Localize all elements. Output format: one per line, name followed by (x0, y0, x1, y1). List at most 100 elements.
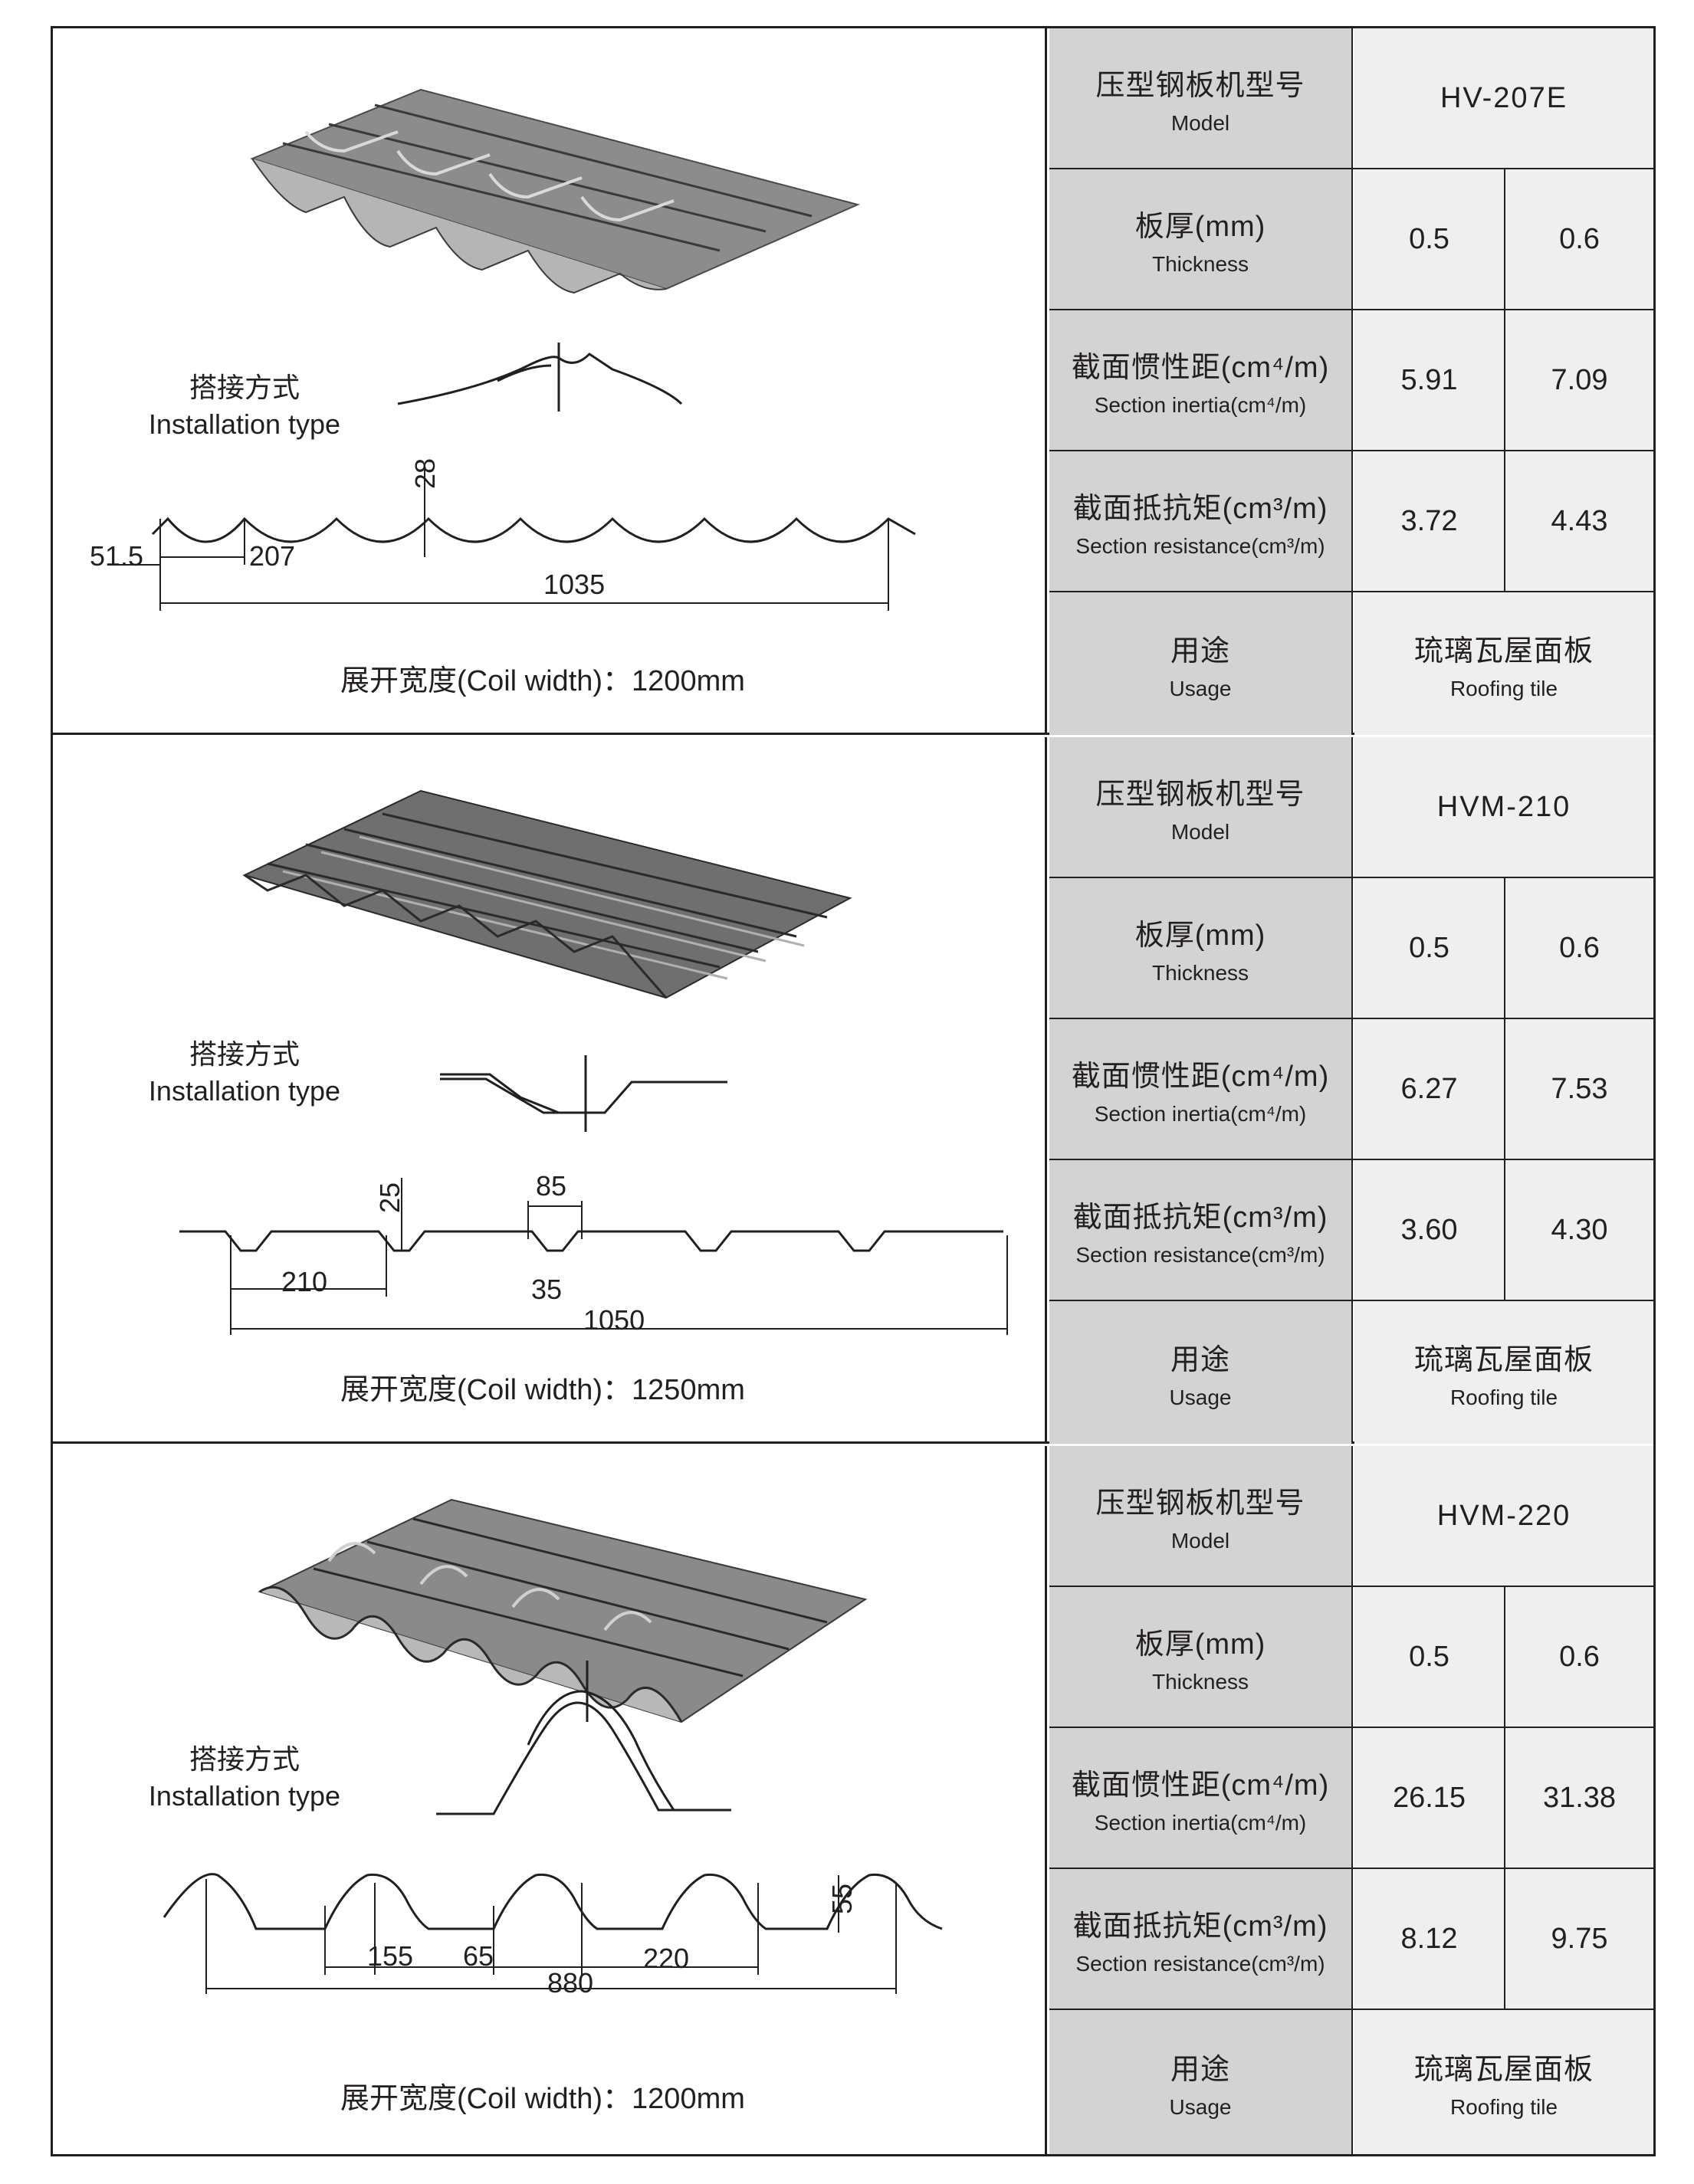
spec-value-usage: 琉璃瓦屋面板 Roofing tile (1354, 2010, 1653, 2154)
inertia-value-2: 7.53 (1505, 1019, 1653, 1159)
installation-type-label: 搭接方式 Installation type (130, 366, 359, 441)
spec-row-model: 压型钢板机型号 Model HV-207E (1049, 28, 1653, 169)
product-section-hv-207e: 搭接方式 Installation type 28 51.5 207 1035 … (53, 28, 1653, 735)
thickness-value-1: 0.5 (1354, 1587, 1505, 1727)
spec-label-usage: 用途 Usage (1049, 2010, 1353, 2154)
inertia-value-1: 26.15 (1354, 1728, 1505, 1868)
installation-type-zh: 搭接方式 (189, 1743, 300, 1775)
spec-row-usage: 用途 Usage 琉璃瓦屋面板 Roofing tile (1049, 1301, 1653, 1444)
label-zh: 用途 (1170, 635, 1230, 667)
spec-label-resistance: 截面抵抗矩(cm³/m) Section resistance(cm³/m) (1049, 1869, 1353, 2009)
spec-row-inertia: 截面惯性距(cm⁴/m) Section inertia(cm⁴/m) 26.1… (1049, 1728, 1653, 1869)
resistance-value-1: 3.60 (1354, 1160, 1505, 1300)
label-en: Section inertia(cm⁴/m) (1094, 1101, 1307, 1126)
label-zh: 板厚(mm) (1134, 919, 1266, 952)
installation-type-label: 搭接方式 Installation type (130, 1032, 359, 1107)
usage-en: Roofing tile (1449, 1385, 1558, 1409)
label-en: Model (1170, 110, 1230, 135)
spec-label-model: 压型钢板机型号 Model (1049, 28, 1353, 168)
label-en: Section resistance(cm³/m) (1075, 1242, 1325, 1267)
product-section-hvm-220: 搭接方式 Installation type 55 155 65 220 880… (53, 1446, 1653, 2154)
spec-label-model: 压型钢板机型号 Model (1049, 1446, 1353, 1586)
spec-label-thickness: 板厚(mm) Thickness (1049, 878, 1353, 1018)
spec-value-usage: 琉璃瓦屋面板 Roofing tile (1354, 592, 1653, 735)
resistance-value-2: 4.30 (1505, 1160, 1653, 1300)
installation-type-label: 搭接方式 Installation type (130, 1737, 359, 1812)
label-en: Thickness (1151, 960, 1249, 985)
dim-pitch-a: 155 (367, 1940, 414, 1972)
usage-en: Roofing tile (1449, 2094, 1558, 2119)
label-en: Thickness (1151, 1669, 1249, 1694)
installation-type-zh: 搭接方式 (189, 372, 300, 403)
spec-table: 压型钢板机型号 Model HV-207E 板厚(mm) Thickness 0… (1049, 28, 1653, 735)
dimension-lines (114, 465, 889, 611)
dim-rib-width: 35 (531, 1274, 563, 1305)
dim-top-width: 85 (536, 1170, 567, 1202)
label-en: Section inertia(cm⁴/m) (1094, 1810, 1307, 1835)
spec-value-model: HV-207E (1354, 28, 1653, 168)
dim-cover-width: 880 (547, 1967, 594, 1999)
panel-illustration (163, 1498, 943, 1994)
profile-section (179, 1230, 1003, 1252)
installation-detail (436, 1661, 731, 1815)
spec-row-model: 压型钢板机型号 Model HVM-220 (1049, 1446, 1653, 1587)
label-en: Section inertia(cm⁴/m) (1094, 392, 1307, 417)
label-zh: 截面抵抗矩(cm³/m) (1072, 1910, 1328, 1943)
spec-row-usage: 用途 Usage 琉璃瓦屋面板 Roofing tile (1049, 2010, 1653, 2154)
thickness-value-1: 0.5 (1354, 169, 1505, 309)
dim-height: 55 (826, 1883, 858, 1915)
label-zh: 截面抵抗矩(cm³/m) (1072, 492, 1328, 525)
label-zh: 压型钢板机型号 (1095, 778, 1305, 811)
product-drawing-panel: 搭接方式 Installation type 25 85 210 35 1050… (53, 737, 1047, 1441)
spec-value-model: HVM-210 (1354, 737, 1653, 877)
spec-row-thickness: 板厚(mm) Thickness 0.5 0.6 (1049, 169, 1653, 310)
dim-cover-width: 1035 (543, 569, 606, 600)
spec-label-thickness: 板厚(mm) Thickness (1049, 1587, 1353, 1727)
inertia-value-1: 5.91 (1354, 310, 1505, 450)
installation-type-en: Installation type (148, 1780, 341, 1812)
spec-row-resistance: 截面抵抗矩(cm³/m) Section resistance(cm³/m) 3… (1049, 451, 1653, 592)
label-zh: 截面惯性距(cm⁴/m) (1071, 1060, 1330, 1093)
label-zh: 用途 (1170, 2053, 1230, 2086)
label-en: Usage (1169, 676, 1232, 700)
label-zh: 截面惯性距(cm⁴/m) (1071, 1769, 1330, 1802)
spec-label-thickness: 板厚(mm) Thickness (1049, 169, 1353, 309)
product-section-hvm-210: 搭接方式 Installation type 25 85 210 35 1050… (53, 737, 1653, 1444)
usage-en: Roofing tile (1449, 676, 1558, 700)
inertia-value-1: 6.27 (1354, 1019, 1505, 1159)
resistance-value-2: 4.43 (1505, 451, 1653, 591)
label-en: Model (1170, 819, 1230, 844)
roof-panel-render (250, 88, 861, 294)
spec-table: 压型钢板机型号 Model HVM-220 板厚(mm) Thickness 0… (1049, 1446, 1653, 2154)
dimension-lines (230, 1178, 1008, 1335)
spec-row-resistance: 截面抵抗矩(cm³/m) Section resistance(cm³/m) 3… (1049, 1160, 1653, 1301)
model-code: HVM-210 (1436, 790, 1571, 823)
label-en: Section resistance(cm³/m) (1075, 533, 1325, 558)
spec-row-thickness: 板厚(mm) Thickness 0.5 0.6 (1049, 878, 1653, 1019)
installation-type-en: Installation type (148, 1075, 341, 1107)
thickness-value-2: 0.6 (1505, 169, 1653, 309)
spec-label-resistance: 截面抵抗矩(cm³/m) Section resistance(cm³/m) (1049, 451, 1353, 591)
coil-width-text: 展开宽度(Coil width)：1200mm (340, 665, 745, 697)
label-zh: 截面惯性距(cm⁴/m) (1071, 351, 1330, 384)
label-en: Section resistance(cm³/m) (1075, 1951, 1325, 1976)
spec-table: 压型钢板机型号 Model HVM-210 板厚(mm) Thickness 0… (1049, 737, 1653, 1444)
inertia-value-2: 31.38 (1505, 1728, 1653, 1868)
dim-height: 28 (409, 457, 442, 490)
model-code: HV-207E (1440, 81, 1568, 114)
profile-section (163, 1873, 943, 1930)
label-en: Usage (1169, 2094, 1232, 2119)
label-zh: 板厚(mm) (1134, 1628, 1266, 1661)
resistance-value-1: 3.72 (1354, 451, 1505, 591)
dimension-lines (205, 1875, 897, 1994)
usage-zh: 琉璃瓦屋面板 (1413, 635, 1594, 667)
spec-label-inertia: 截面惯性距(cm⁴/m) Section inertia(cm⁴/m) (1049, 310, 1353, 450)
spec-label-inertia: 截面惯性距(cm⁴/m) Section inertia(cm⁴/m) (1049, 1728, 1353, 1868)
panel-illustration (179, 789, 1008, 1335)
label-en: Thickness (1151, 251, 1249, 276)
dim-pitch-b: 220 (643, 1943, 690, 1974)
installation-type-zh: 搭接方式 (189, 1038, 300, 1070)
dim-height: 25 (374, 1182, 406, 1214)
installation-detail (397, 343, 683, 412)
label-zh: 压型钢板机型号 (1095, 1487, 1305, 1520)
